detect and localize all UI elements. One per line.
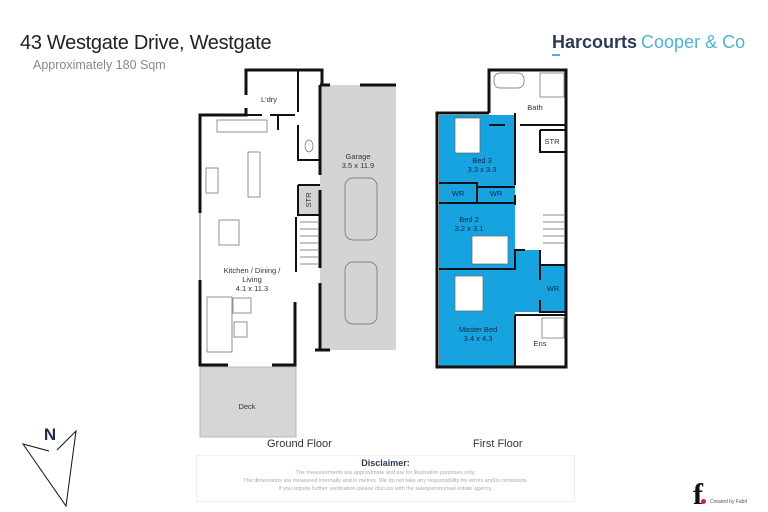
disclaimer-line-1: The measurements are approximate and are… — [295, 470, 476, 476]
room-label-storage-first: STR — [545, 137, 561, 146]
room-label-storage: STR — [304, 192, 313, 208]
fabit-logo-dot — [701, 499, 706, 504]
room-label-wr3: WR — [547, 284, 560, 293]
room-label-laundry: L'dry — [261, 95, 277, 104]
property-address: 43 Westgate Drive, Westgate — [20, 32, 272, 54]
disclaimer-line-3: If you require further verification plea… — [278, 486, 493, 492]
room-label-master: Master Bed — [459, 325, 497, 334]
first-floor-label: First Floor — [473, 438, 523, 450]
room-size-bed2: 3.2 x 3.1 — [455, 224, 484, 233]
brand-underline — [552, 54, 560, 56]
room-label-kitchen: Kitchen / Dining / — [224, 266, 282, 275]
north-arrow-icon: N — [21, 425, 77, 508]
garage-area — [320, 85, 396, 350]
first-floor-plan: Bath STR Bed 3 3.3 x 3.3 WR WR Bed 2 3.2… — [435, 68, 568, 369]
room-size-kitchen: 4.1 x 11.3 — [236, 284, 268, 293]
room-label-living: Living — [242, 275, 262, 284]
fabit-credit: Created by Fabit — [710, 499, 747, 505]
storage-area — [298, 185, 320, 215]
room-label-wr1: WR — [452, 189, 465, 198]
room-label-deck: Deck — [238, 402, 255, 411]
disclaimer-box: Disclaimer: The measurements are approxi… — [196, 455, 575, 502]
fabit-logo: f — [693, 478, 703, 511]
property-area: Approximately 180 Sqm — [33, 58, 166, 72]
ground-floor-label: Ground Floor — [267, 438, 332, 450]
room-size-master: 3.4 x 4.3 — [464, 334, 493, 343]
room-label-wr2: WR — [490, 189, 503, 198]
brand-secondary: Cooper & Co — [641, 32, 746, 52]
room-label-bath: Bath — [527, 103, 542, 112]
room-label-bed3: Bed 3 — [472, 156, 492, 165]
disclaimer-line-2: The dimensions are measured internally a… — [243, 478, 528, 484]
disclaimer-title: Disclaimer: — [361, 458, 410, 468]
room-label-garage: Garage — [345, 152, 370, 161]
deck-area — [199, 366, 297, 438]
ground-floor-plan: L'dry Garage 3.5 x 11.9 Kitchen / Dining… — [198, 68, 396, 438]
room-size-garage: 3.5 x 11.9 — [342, 161, 374, 170]
room-size-bed3: 3.3 x 3.3 — [468, 165, 497, 174]
room-label-ensuite: Ens — [534, 339, 547, 348]
compass-label: N — [44, 425, 56, 444]
brand-primary: Harcourts — [552, 32, 638, 52]
room-label-bed2: Bed 2 — [459, 215, 479, 224]
